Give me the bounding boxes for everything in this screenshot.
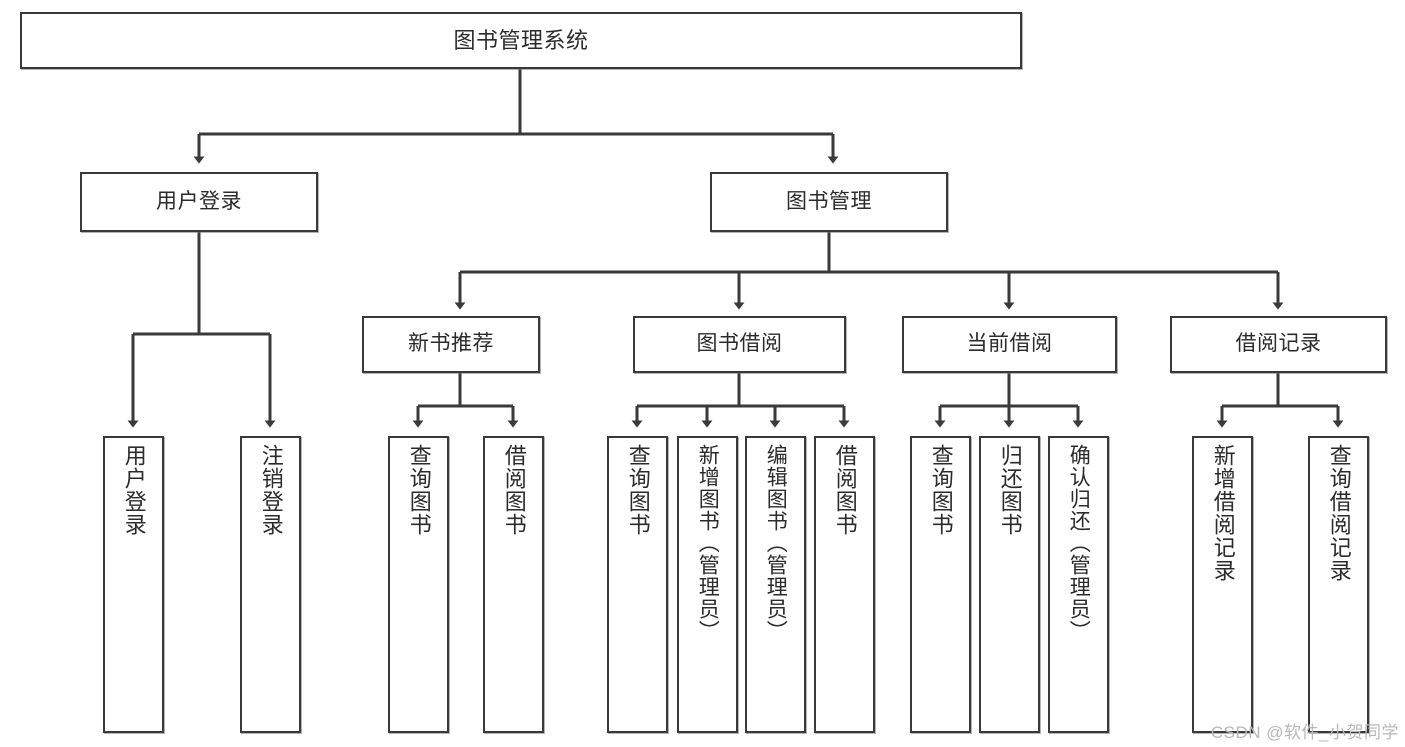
- node-book-borrow[interactable]: 图书借阅: [633, 316, 846, 373]
- node-label: 图书管理系统: [453, 27, 589, 53]
- node-label: 编辑图书（管理员）: [764, 444, 788, 642]
- node-label: 借阅记录: [1235, 332, 1322, 356]
- node-current-borrow[interactable]: 当前借阅: [902, 316, 1117, 373]
- node-label: 当前借阅: [966, 332, 1053, 356]
- leaf-query-book-borrow[interactable]: 查询图书: [607, 436, 668, 733]
- node-borrow-record[interactable]: 借阅记录: [1170, 316, 1387, 373]
- leaf-borrow-book[interactable]: 借阅图书: [814, 436, 875, 733]
- node-label: 图书管理: [786, 189, 872, 213]
- node-label: 借阅图书: [832, 444, 858, 536]
- node-label: 查询图书: [625, 444, 651, 536]
- node-label: 图书借阅: [696, 332, 783, 356]
- node-label: 归还图书: [997, 444, 1023, 536]
- node-label: 新增借阅记录: [1210, 444, 1236, 582]
- node-label: 新增图书（管理员）: [696, 444, 720, 642]
- node-label: 查询图书: [928, 444, 954, 536]
- leaf-query-book-recommend[interactable]: 查询图书: [388, 436, 449, 733]
- node-label: 用户登录: [156, 189, 242, 213]
- leaf-add-borrow-record[interactable]: 新增借阅记录: [1192, 436, 1253, 733]
- leaf-confirm-return-admin[interactable]: 确认归还（管理员）: [1048, 436, 1109, 733]
- node-label: 查询借阅记录: [1326, 444, 1352, 582]
- node-root-system[interactable]: 图书管理系统: [20, 12, 1022, 69]
- node-label: 借阅图书: [501, 444, 527, 536]
- leaf-add-book-admin[interactable]: 新增图书（管理员）: [677, 436, 738, 733]
- leaf-user-login[interactable]: 用户登录: [103, 436, 164, 733]
- node-label: 确认归还（管理员）: [1067, 444, 1091, 642]
- leaf-borrow-book-recommend[interactable]: 借阅图书: [483, 436, 544, 733]
- node-label: 注销登录: [258, 444, 284, 536]
- node-user-login[interactable]: 用户登录: [80, 172, 318, 232]
- watermark: CSDN @软件_小贺同学: [1210, 723, 1399, 742]
- node-new-book-recommend[interactable]: 新书推荐: [362, 316, 540, 373]
- leaf-query-book-current[interactable]: 查询图书: [910, 436, 971, 733]
- leaf-edit-book-admin[interactable]: 编辑图书（管理员）: [745, 436, 806, 733]
- node-book-management[interactable]: 图书管理: [710, 172, 948, 232]
- node-label: 新书推荐: [408, 332, 494, 356]
- node-label: 用户登录: [121, 444, 147, 536]
- leaf-query-borrow-record[interactable]: 查询借阅记录: [1308, 436, 1369, 733]
- leaf-return-book[interactable]: 归还图书: [979, 436, 1040, 733]
- node-label: 查询图书: [406, 444, 432, 536]
- leaf-logout[interactable]: 注销登录: [240, 436, 301, 733]
